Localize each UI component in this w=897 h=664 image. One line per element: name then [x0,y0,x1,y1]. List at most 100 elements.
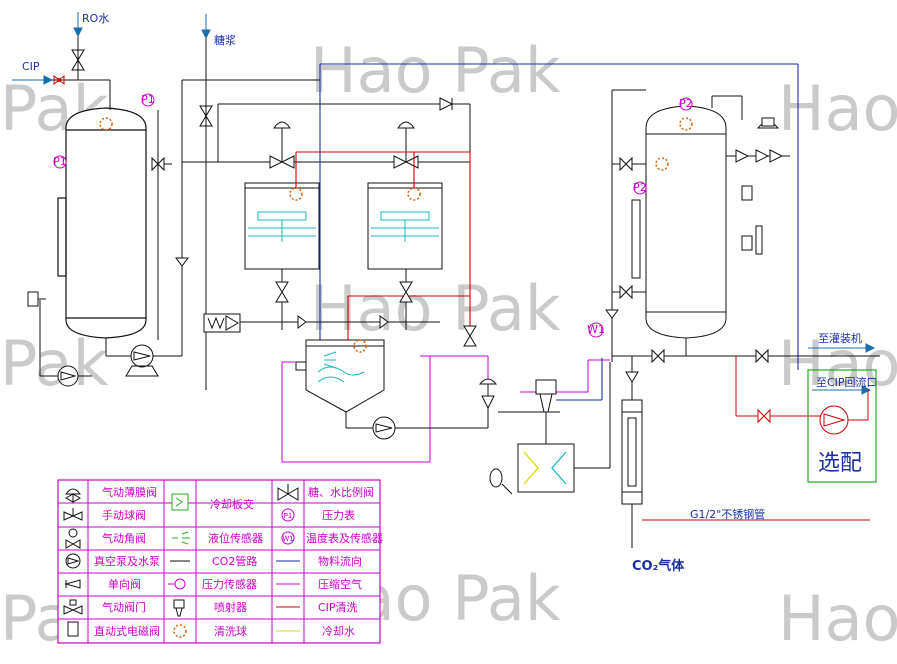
legend-label: 压缩空气 [318,577,362,591]
left-riser [151,80,189,356]
legend-cleaning-ball-icon [173,624,187,638]
legend-label: 冷却板交 [210,497,254,511]
level-indicator-tag: P2 [633,181,647,194]
legend-vacuum-pump-icon [65,553,81,569]
solenoid-valve-icon [27,291,46,307]
level-indicator-tag: P1 [53,155,67,168]
legend-label: CO2管路 [212,554,257,568]
syrup-inlet [199,38,213,390]
legend-pneumatic-angle-valve-icon [65,528,81,549]
legend-label: 气动阀门 [102,600,146,614]
watermark-text: Hao Pak [310,272,561,345]
legend-pressure-sensor-icon [168,578,186,590]
left-vessel [57,107,147,339]
watermark-text: Hao Pak [310,34,561,107]
to-filler-label: 至灌装机 [818,331,862,345]
legend-check-valve-icon [64,579,81,589]
cleaning-ball-icon [99,117,113,131]
heat-exchanger-icon [203,313,241,333]
legend-solenoid-valve-icon [67,621,79,637]
watermark-text-partial: Hao [778,582,897,655]
pressure-sensor-icon: P2 [679,97,693,111]
legend-label: CIP清洗 [318,601,358,614]
level-sensor-icon [323,351,337,369]
syrup-arrow [201,14,211,40]
svg-text:W1: W1 [282,535,293,543]
pressure-sensor-tag: P2 [679,97,693,110]
to-cip-return-label: 至CIP回流口 [816,375,878,389]
ro-water-arrow [73,12,83,38]
proportional-valve-icon [53,74,65,86]
mix-tank-left [244,182,320,270]
cooling-plate-exchanger-icon [517,362,611,493]
water-pump-icon [57,365,79,387]
legend-proportional-valve-icon [277,484,299,501]
optional-label: 选配 [818,451,862,476]
legend-pneumatic-diaphragm-valve-icon [64,488,82,503]
cip-label: CIP [22,60,40,73]
legend-level-sensor-icon [172,531,190,545]
cleaning-ball-icon [353,339,367,353]
cip-lines [295,151,471,346]
legend-cooling-plate-exchanger-icon [171,493,189,511]
right-vessel-piping [605,89,880,364]
legend-label: 单向阀 [108,577,141,591]
pressure-gauge-tag: P1 [141,93,155,106]
cip-inlet-arrow [12,75,54,85]
cleaning-ball-icon [655,117,693,171]
check-valve-icon [439,97,454,111]
legend-label: 物料流向 [318,554,362,568]
pipe-spec-label: G1/2"不锈钢管 [690,507,765,521]
legend-pneumatic-valve-icon [63,599,83,615]
legend-ejector-icon [173,599,185,617]
mix-tank-right [367,182,443,270]
transfer-pump-icon [372,416,396,440]
vacuum-pump-icon [125,344,159,377]
legend-label: 喷射器 [214,600,247,614]
product-line [345,408,536,429]
legend-label: 清洗球 [214,624,247,638]
optional-box [807,369,877,483]
mixing-vessel [295,339,385,413]
legend-label: 压力表 [322,508,355,522]
temperature-gauge-icon: W1 [587,322,605,338]
level-indicator-icon: P1 [53,155,67,169]
legend-manual-ball-valve-icon [63,508,83,521]
pneumatic-diaphragm-valve-icon [463,325,498,410]
legend-label: 液位传感器 [208,531,263,545]
pump-piping [39,300,182,377]
co2-line [621,356,643,548]
legend-temp-sensor-icon: W1 [281,531,295,545]
right-vessel [631,105,727,339]
solenoid-valve-icon [489,468,513,495]
legend-label: 温度表及传感器 [306,531,383,545]
ejector-icon [530,379,560,413]
legend-label: 直动式电磁阀 [94,624,160,638]
legend-label: 糖、水比例阀 [308,485,374,499]
manual-ball-valve-icon [757,408,771,424]
product-transfer-line [319,63,799,401]
watermark-text-partial: Pak [0,327,109,400]
to-filler-arrow [808,343,876,353]
tank-outlets [240,269,440,330]
legend-label: 手动球阀 [102,508,146,522]
level-indicator-icon: P2 [633,181,647,195]
legend-label: 真空泵及水泵 [94,554,160,568]
legend-label: 冷却水 [322,625,355,638]
cleaning-ball-icon [289,187,421,201]
legend-label: 气动薄膜阀 [102,485,157,499]
watermark-text-partial: Hao [778,72,897,145]
co2-gas-label: CO₂气体 [632,558,685,574]
pneumatic-diaphragm-valve-icon [393,121,419,169]
to-cip-return-arrow [812,385,872,395]
legend-table: 气动薄膜阀 手动球阀 气动角阀 真空泵及水泵 单向阀 气动阀门 直动式电磁阀 冷… [57,479,383,644]
solenoid-valve-icon [741,185,763,255]
pressure-gauge-icon: P1 [141,93,155,107]
ro-water-label: RO水 [82,12,109,25]
legend-label: 气动角阀 [102,531,146,545]
legend-pressure-gauge-icon: P1 [281,508,295,522]
legend-label: 压力传感器 [202,578,257,591]
svg-text:P1: P1 [284,512,293,520]
pneumatic-diaphragm-valve-icon [756,117,780,129]
